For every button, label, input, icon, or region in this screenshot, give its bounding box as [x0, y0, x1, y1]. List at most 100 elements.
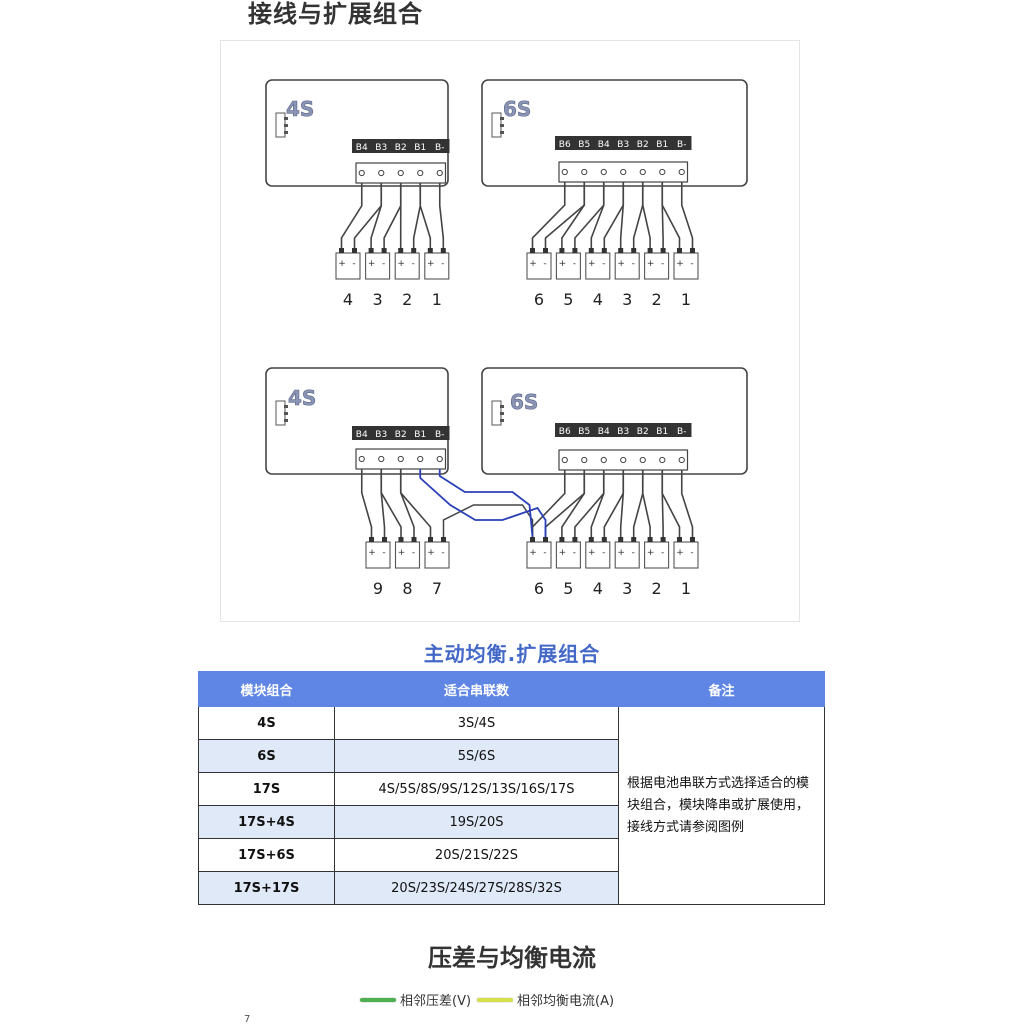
terminal-plus-post — [428, 537, 433, 542]
wire — [533, 470, 565, 537]
terminal-plus-post — [589, 537, 594, 542]
cell-number: 2 — [652, 290, 662, 309]
pin-label: B2 — [637, 427, 649, 437]
legend-item-voltage-diff: 相邻压差(V) — [360, 990, 471, 1009]
terminal-minus-post — [382, 537, 387, 542]
module-cell: 17S — [199, 773, 335, 806]
pin-label: B4 — [356, 430, 368, 440]
cell-number: 6 — [534, 290, 544, 309]
terminal-minus-post — [412, 537, 417, 542]
terminal-minus-post — [543, 248, 548, 253]
terminal-plus-label: + — [529, 259, 537, 269]
connector-hole — [359, 456, 364, 461]
terminal-minus-post — [690, 537, 695, 542]
module-label: 6S — [510, 390, 538, 414]
side-connector-pin — [284, 412, 288, 415]
connector-hole — [621, 169, 626, 174]
header-series: 适合串联数 — [335, 672, 619, 707]
pin-label: B6 — [559, 427, 571, 437]
terminal-plus-label: + — [676, 259, 684, 269]
wire — [420, 183, 430, 248]
pin-label: B4 — [356, 143, 368, 153]
terminal-plus-post — [559, 248, 564, 253]
header-note: 备注 — [619, 672, 825, 707]
terminal-minus-post — [543, 537, 548, 542]
terminal-plus-post — [589, 248, 594, 253]
side-connector-icon — [276, 113, 285, 137]
side-connector-icon — [276, 401, 285, 425]
terminal-plus-post — [530, 537, 535, 542]
terminal-minus-label: - — [661, 259, 664, 269]
terminal-plus-post — [369, 248, 374, 253]
terminal-plus-label: + — [559, 259, 567, 269]
module-cell: 17S+4S — [199, 806, 335, 839]
terminal-plus-label: + — [647, 548, 655, 558]
pin-label: B1 — [414, 430, 426, 440]
terminal-minus-label: - — [690, 259, 693, 269]
pin-label: B3 — [375, 143, 387, 153]
cell-number: 2 — [402, 290, 412, 309]
series-cell: 4S/5S/8S/9S/12S/13S/16S/17S — [335, 773, 619, 806]
connector-hole — [621, 457, 626, 462]
terminal-minus-label: - — [602, 259, 605, 269]
wire — [401, 469, 414, 537]
table-header-row: 模块组合 适合串联数 备注 — [199, 672, 825, 707]
terminal-minus-label: - — [632, 548, 635, 558]
side-connector-pin — [284, 405, 288, 408]
module-label: 6S — [503, 97, 531, 121]
wire — [682, 182, 693, 248]
connector-hole — [640, 169, 645, 174]
connector-hole — [640, 457, 645, 462]
side-connector-pin — [500, 405, 504, 408]
terminal-plus-label: + — [647, 259, 655, 269]
series-cell: 20S/21S/22S — [335, 839, 619, 872]
terminal-minus-label: - — [412, 548, 415, 558]
series-cell: 20S/23S/24S/27S/28S/32S — [335, 872, 619, 905]
cell-number: 4 — [593, 290, 603, 309]
cell-number: 7 — [432, 579, 442, 598]
terminal-plus-post — [339, 248, 344, 253]
terminal-plus-label: + — [559, 548, 567, 558]
connector-hole — [418, 170, 423, 175]
connector-hole — [437, 456, 442, 461]
connector-hole — [398, 456, 403, 461]
terminal-plus-post — [648, 248, 653, 253]
terminal-minus-label: - — [441, 259, 444, 269]
pin-label: B3 — [617, 427, 629, 437]
pin-label: B1 — [414, 143, 426, 153]
pin-label: B- — [677, 140, 686, 150]
side-connector-pin — [284, 419, 288, 422]
pin-label: B5 — [578, 140, 590, 150]
cell-number: 3 — [622, 579, 632, 598]
side-connector-icon — [492, 113, 501, 137]
pin-label: B1 — [656, 140, 668, 150]
cell-number: 3 — [622, 290, 632, 309]
pin-label: B5 — [578, 427, 590, 437]
terminal-minus-post — [602, 537, 607, 542]
terminal-plus-label: + — [617, 548, 625, 558]
series-cell: 5S/6S — [335, 740, 619, 773]
terminal-minus-post — [690, 248, 695, 253]
pin-label: B- — [677, 427, 686, 437]
terminal-minus-post — [631, 537, 636, 542]
terminal-minus-label: - — [602, 548, 605, 558]
terminal-minus-post — [572, 537, 577, 542]
connector-hole — [418, 456, 423, 461]
pin-label: B2 — [395, 430, 407, 440]
legend-swatch-yellow — [477, 998, 513, 1002]
wire — [634, 182, 643, 248]
wire — [440, 183, 444, 248]
header-module: 模块组合 — [199, 672, 335, 707]
terminal-plus-label: + — [427, 259, 435, 269]
side-connector-pin — [500, 131, 504, 134]
cell-number: 4 — [593, 579, 603, 598]
connector-hole — [582, 457, 587, 462]
cell-number: 6 — [534, 579, 544, 598]
terminal-plus-post — [618, 248, 623, 253]
cell-number: 1 — [681, 579, 691, 598]
side-connector-pin — [500, 419, 504, 422]
wire — [384, 183, 401, 248]
chart-section-title: 压差与均衡电流 — [0, 938, 1024, 973]
side-connector-pin — [500, 117, 504, 120]
